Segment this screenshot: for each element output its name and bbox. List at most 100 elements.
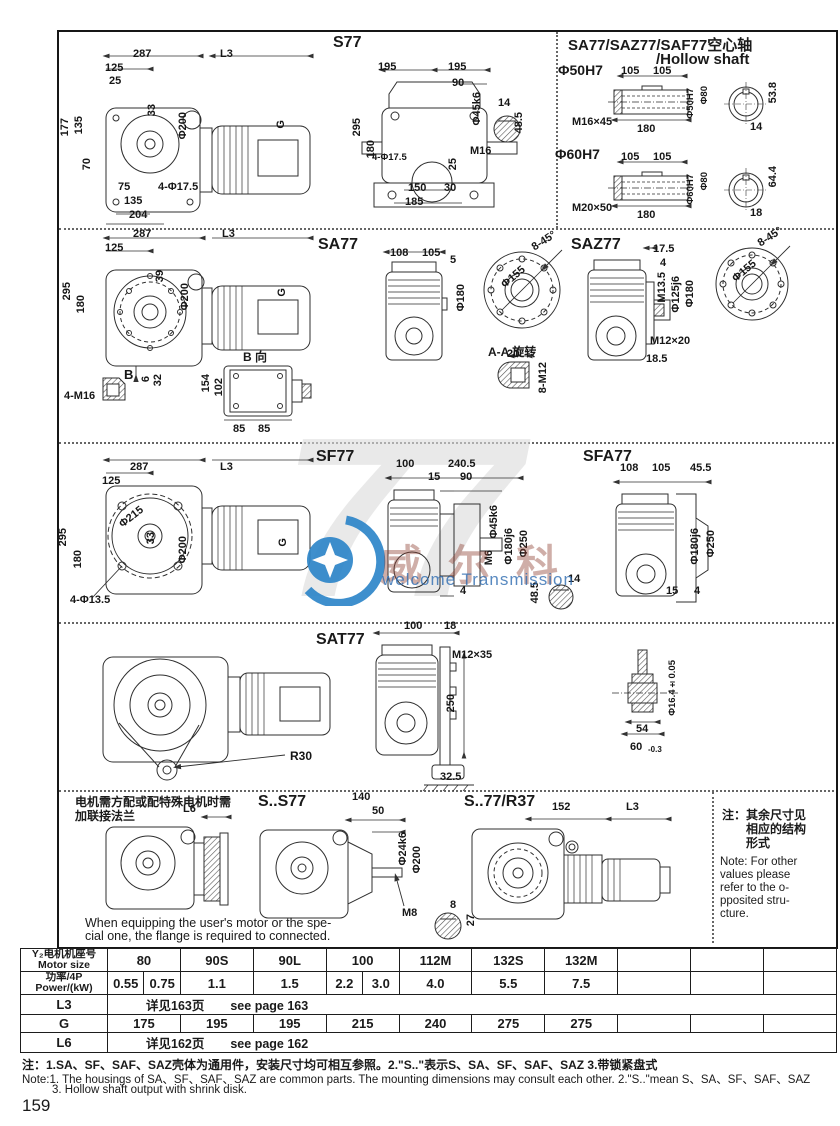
dim-label: 180	[637, 123, 656, 135]
dim-label: G	[275, 120, 287, 129]
sat77-bushing-detail	[612, 649, 678, 737]
side-note-en: pposited stru-	[720, 895, 790, 907]
hollow-shaft-title-en: /Hollow shaft	[656, 51, 750, 68]
see-page-zh: 详见163页	[146, 999, 205, 1014]
side-note-zh: 形式	[746, 836, 771, 850]
dim-label: 100	[404, 620, 423, 632]
table-cell	[762, 947, 837, 973]
table-cell: 215	[325, 1014, 400, 1034]
dim-label: 53.8	[767, 82, 779, 104]
dim-label: 20	[507, 348, 520, 360]
table-cell	[690, 1014, 764, 1034]
footnote-en-2: 3. Hollow shaft output with shrink disk.	[52, 1084, 247, 1096]
motor-size-label-zh: Y₂电机机座号	[31, 948, 97, 960]
dim-label: 70	[81, 158, 93, 171]
table-cell	[617, 947, 692, 973]
sat77-side-drawing	[372, 630, 474, 792]
s77-front-drawing	[102, 53, 314, 225]
table-header-cell: G	[20, 1014, 108, 1034]
dim-label: 4-M16	[64, 390, 96, 402]
dim-label: 180	[637, 209, 656, 221]
dim-label: 50	[372, 805, 385, 817]
hollow-shaft-50-end-view	[724, 82, 768, 126]
dim-label: 15	[428, 471, 441, 483]
sa77-side-drawing	[382, 249, 448, 361]
s77-side-drawing	[361, 67, 518, 208]
dim-label: 30	[444, 182, 457, 194]
dim-label: Φ200	[411, 846, 423, 874]
dim-label: G	[276, 288, 288, 297]
table-cell	[617, 971, 692, 996]
table-cell: 0.55	[106, 971, 145, 996]
section-title: S..77/R37	[464, 793, 536, 810]
dim-label: Φ200	[177, 112, 189, 140]
table-cell: 3.0	[362, 971, 400, 996]
dim-label: 15	[666, 585, 679, 597]
hollow-bore-label: Φ60H7	[555, 146, 600, 162]
sa77-key-detail	[102, 377, 126, 401]
dim-label: 45.5	[690, 462, 712, 474]
hollow-shaft-60-drawing	[608, 159, 694, 209]
dim-label: 108	[390, 247, 409, 259]
see-page-zh: 详见162页	[146, 1037, 205, 1052]
table-cell: 132M	[544, 947, 619, 973]
dim-label: 18.5	[646, 353, 668, 365]
saz77-flange-view	[715, 245, 791, 321]
table-cell	[617, 1014, 692, 1034]
band-separator	[59, 790, 834, 792]
saz77-side-drawing	[587, 245, 671, 361]
s77-shaft-section	[493, 115, 521, 143]
dim-label: L3	[626, 801, 639, 813]
dim-label: Φ24k6	[397, 832, 409, 866]
dim-label: 90	[452, 77, 465, 89]
dim-label: 295	[61, 282, 73, 301]
sf77-side-drawing	[384, 475, 524, 597]
sa77-front-drawing	[102, 235, 314, 383]
side-note-zh: 注：其余尺寸见	[722, 808, 807, 822]
table-cell: 4.0	[398, 971, 473, 996]
section-title: SA77	[318, 236, 359, 253]
dim-label: 287	[130, 461, 149, 473]
dim-label: M16	[470, 145, 492, 157]
dim-label: 4	[460, 585, 467, 597]
dim-label: 135	[73, 116, 85, 135]
power-label-zh: 功率/4P	[45, 971, 83, 984]
dim-label: Φ16.4±0.05	[667, 660, 678, 716]
panel-separator	[556, 32, 558, 228]
table-cell: 195	[179, 1014, 254, 1034]
band-separator	[59, 622, 834, 624]
dim-label: 4	[694, 585, 701, 597]
dim-label: Φ45k6	[488, 505, 500, 539]
table-cell: 90S	[179, 947, 254, 973]
table-cell: 275	[471, 1014, 546, 1034]
section-title: SAT77	[316, 631, 365, 648]
dim-label: 125	[105, 242, 124, 254]
dim-label: 287	[133, 48, 152, 60]
table-cell	[690, 947, 764, 973]
table-cell: 112M	[398, 947, 473, 973]
dim-label: 6	[140, 376, 152, 383]
table-row-g: G 175 195 195 215 240 275 275	[20, 1014, 837, 1034]
dim-label: 105	[652, 462, 671, 474]
side-note-en: refer to the o-	[720, 882, 790, 894]
dim-label: 135	[124, 195, 143, 207]
table-cell: 275	[544, 1014, 619, 1034]
dim-label: 14	[498, 97, 511, 109]
panel-separator	[712, 792, 714, 943]
ss77-drawing	[259, 817, 406, 919]
dim-label: 105	[621, 65, 640, 77]
dim-label: M13.5	[656, 272, 668, 303]
dim-label: 14	[568, 573, 581, 585]
dim-label: 90	[460, 471, 473, 483]
dim-label: R30	[290, 749, 313, 763]
dim-label: Φ60H7	[685, 174, 696, 205]
dim-label: 105	[621, 151, 640, 163]
dim-label: 5	[450, 254, 457, 266]
sf77-front-drawing	[91, 457, 314, 599]
